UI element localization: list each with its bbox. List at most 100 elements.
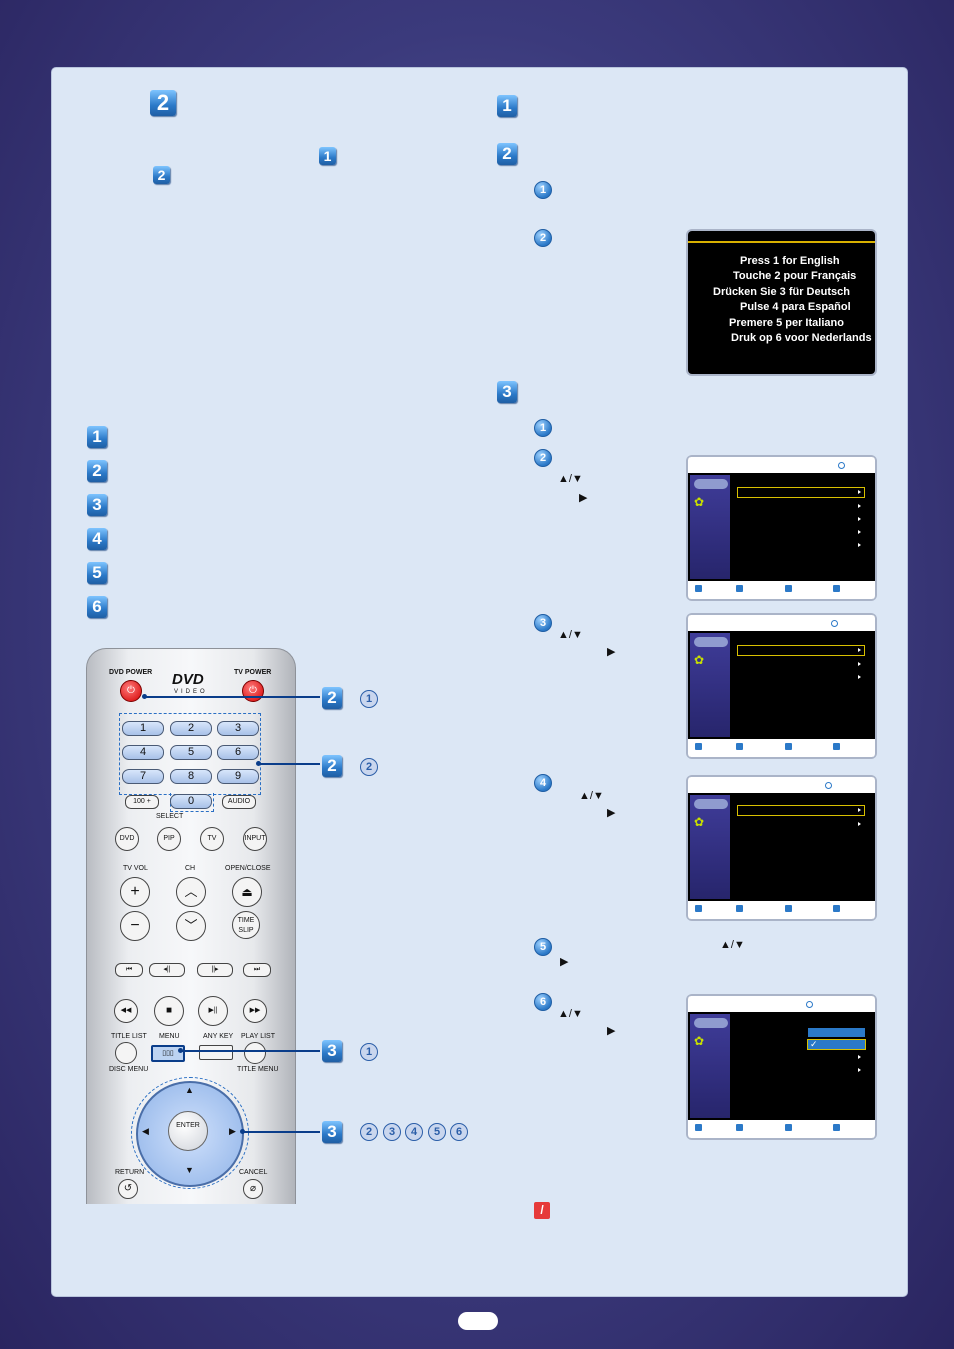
lang-line-french: Touche 2 pour Français (733, 270, 857, 282)
dvd-power-label: DVD POWER (109, 669, 153, 676)
volume-up-button[interactable]: + (120, 877, 150, 907)
header-step-badge: 2 (150, 90, 176, 116)
arrow-right-icon[interactable]: ▶ (229, 1126, 236, 1136)
setup-menu-screen-4: ✿ ✓ (688, 996, 875, 1138)
eject-icon[interactable]: ⏏ (232, 877, 262, 907)
dvd-logo-sub: VIDEO (174, 689, 208, 695)
fast-forward-icon[interactable]: ▶▶ (243, 999, 267, 1023)
callout-step-badge: 2 (322, 687, 342, 709)
chevron-right-icon (858, 530, 861, 534)
tv-power-label: TV POWER (234, 669, 272, 676)
step-back-icon[interactable]: ◂|| (149, 963, 185, 977)
return-icon[interactable]: ↺ (118, 1179, 138, 1199)
time-slip-button[interactable]: TIME SLIP (232, 911, 260, 939)
chevron-right-icon (858, 517, 861, 521)
lang-line-english: Press 1 for English (740, 255, 840, 267)
input-button[interactable]: INPUT (243, 827, 267, 851)
step3-sub-5: 5 (534, 938, 552, 956)
remote-control: DVD POWER TV POWER ⏻ ⏻ DVD VIDEO 1 2 3 4… (86, 648, 296, 1204)
arrow-down-icon[interactable]: ▼ (185, 1165, 194, 1175)
step-forward-icon[interactable]: ||▸ (197, 963, 233, 977)
updown-arrows: ▲/▼ (720, 939, 745, 951)
play-list-button[interactable] (244, 1042, 266, 1064)
option-selected-bar (808, 1028, 865, 1037)
number-button-8[interactable]: 8 (170, 769, 212, 784)
number-button-5[interactable]: 5 (170, 745, 212, 760)
disc-icon (694, 1018, 728, 1028)
rewind-icon[interactable]: ◀◀ (114, 999, 138, 1023)
updown-arrows: ▲/▼ (558, 629, 583, 641)
exit-icon (833, 905, 840, 912)
callout-sub-badge: 1 (360, 1043, 378, 1061)
return-icon (785, 905, 792, 912)
dpad-outline (131, 1077, 249, 1189)
menu-bottom-bar (688, 739, 875, 757)
menu-label: MENU (159, 1033, 180, 1040)
callout-sub-badge: 2 (360, 1123, 378, 1141)
channel-up-icon[interactable]: ︿ (176, 877, 206, 907)
move-icon (695, 585, 702, 592)
dvd-select-button[interactable]: DVD (115, 827, 139, 851)
right-step-badge-3: 3 (497, 381, 517, 403)
right-arrow: ▶ (560, 956, 569, 968)
dvd-power-button[interactable]: ⏻ (120, 680, 142, 702)
menu-top-bar (688, 777, 875, 793)
volume-down-button[interactable]: − (120, 911, 150, 941)
language-select-screen: Press 1 for English Touche 2 pour França… (688, 231, 875, 374)
number-button-4[interactable]: 4 (122, 745, 164, 760)
callout-line-dpad (242, 1131, 320, 1133)
number-button-9[interactable]: 9 (217, 769, 259, 784)
menu-top-bar (688, 615, 875, 631)
arrow-left-icon[interactable]: ◀ (142, 1126, 149, 1136)
list-badge-4: 4 (87, 528, 107, 550)
callout-step-badge: 3 (322, 1040, 342, 1062)
ok-icon (736, 743, 743, 750)
list-badge-5: 5 (87, 562, 107, 584)
list-badge-6: 6 (87, 596, 107, 618)
number-button-0[interactable]: 0 (170, 794, 212, 809)
menu-button[interactable]: ▯▯▯ (151, 1045, 185, 1062)
play-pause-icon[interactable]: ▶|| (198, 996, 228, 1026)
exit-icon (833, 585, 840, 592)
step3-sub-3: 3 (534, 614, 552, 632)
exit-icon (833, 1124, 840, 1131)
number-button-2[interactable]: 2 (170, 721, 212, 736)
chevron-right-icon (858, 490, 861, 494)
gear-icon: ✿ (694, 653, 705, 667)
callout-step-badge: 3 (322, 1121, 342, 1143)
skip-back-icon[interactable]: ⏮ (115, 963, 143, 977)
callout-sub-badge: 1 (360, 690, 378, 708)
audio-button[interactable]: AUDIO (222, 795, 256, 809)
number-button-7[interactable]: 7 (122, 769, 164, 784)
pip-button[interactable]: PIP (157, 827, 181, 851)
any-key-button[interactable] (199, 1045, 233, 1060)
number-button-6[interactable]: 6 (217, 745, 259, 760)
indicator-icon (838, 462, 845, 469)
hundred-plus-button[interactable]: 100 + (125, 795, 159, 809)
step3-sub-6: 6 (534, 993, 552, 1011)
arrow-up-icon[interactable]: ▲ (185, 1085, 194, 1095)
callout-step-badge: 2 (322, 755, 342, 777)
disc-menu-label: DISC MENU (109, 1066, 149, 1073)
disc-icon (694, 637, 728, 647)
tv-select-button[interactable]: TV (200, 827, 224, 851)
channel-down-icon[interactable]: ﹀ (176, 911, 206, 941)
option-highlight: ✓ (807, 1039, 866, 1050)
setup-menu-screen-2: ✿ (688, 615, 875, 757)
enter-button[interactable]: ENTER (168, 1111, 208, 1151)
return-label: RETURN (115, 1169, 145, 1176)
stop-icon[interactable]: ■ (154, 996, 184, 1026)
step2-sub-1: 1 (534, 181, 552, 199)
enter-label: ENTER (176, 1122, 200, 1129)
number-button-1[interactable]: 1 (122, 721, 164, 736)
lang-line-dutch: Druk op 6 voor Nederlands (731, 332, 872, 344)
setup-menu-screen-1: ✿ (688, 457, 875, 599)
menu-top-bar (688, 457, 875, 473)
cancel-icon[interactable]: ⌀ (243, 1179, 263, 1199)
number-button-3[interactable]: 3 (217, 721, 259, 736)
skip-forward-icon[interactable]: ⏭ (243, 963, 271, 977)
tv-power-button[interactable]: ⏻ (242, 680, 264, 702)
callout-sub-badge: 3 (383, 1123, 401, 1141)
right-arrow: ▶ (607, 1025, 616, 1037)
title-list-button[interactable] (115, 1042, 137, 1064)
